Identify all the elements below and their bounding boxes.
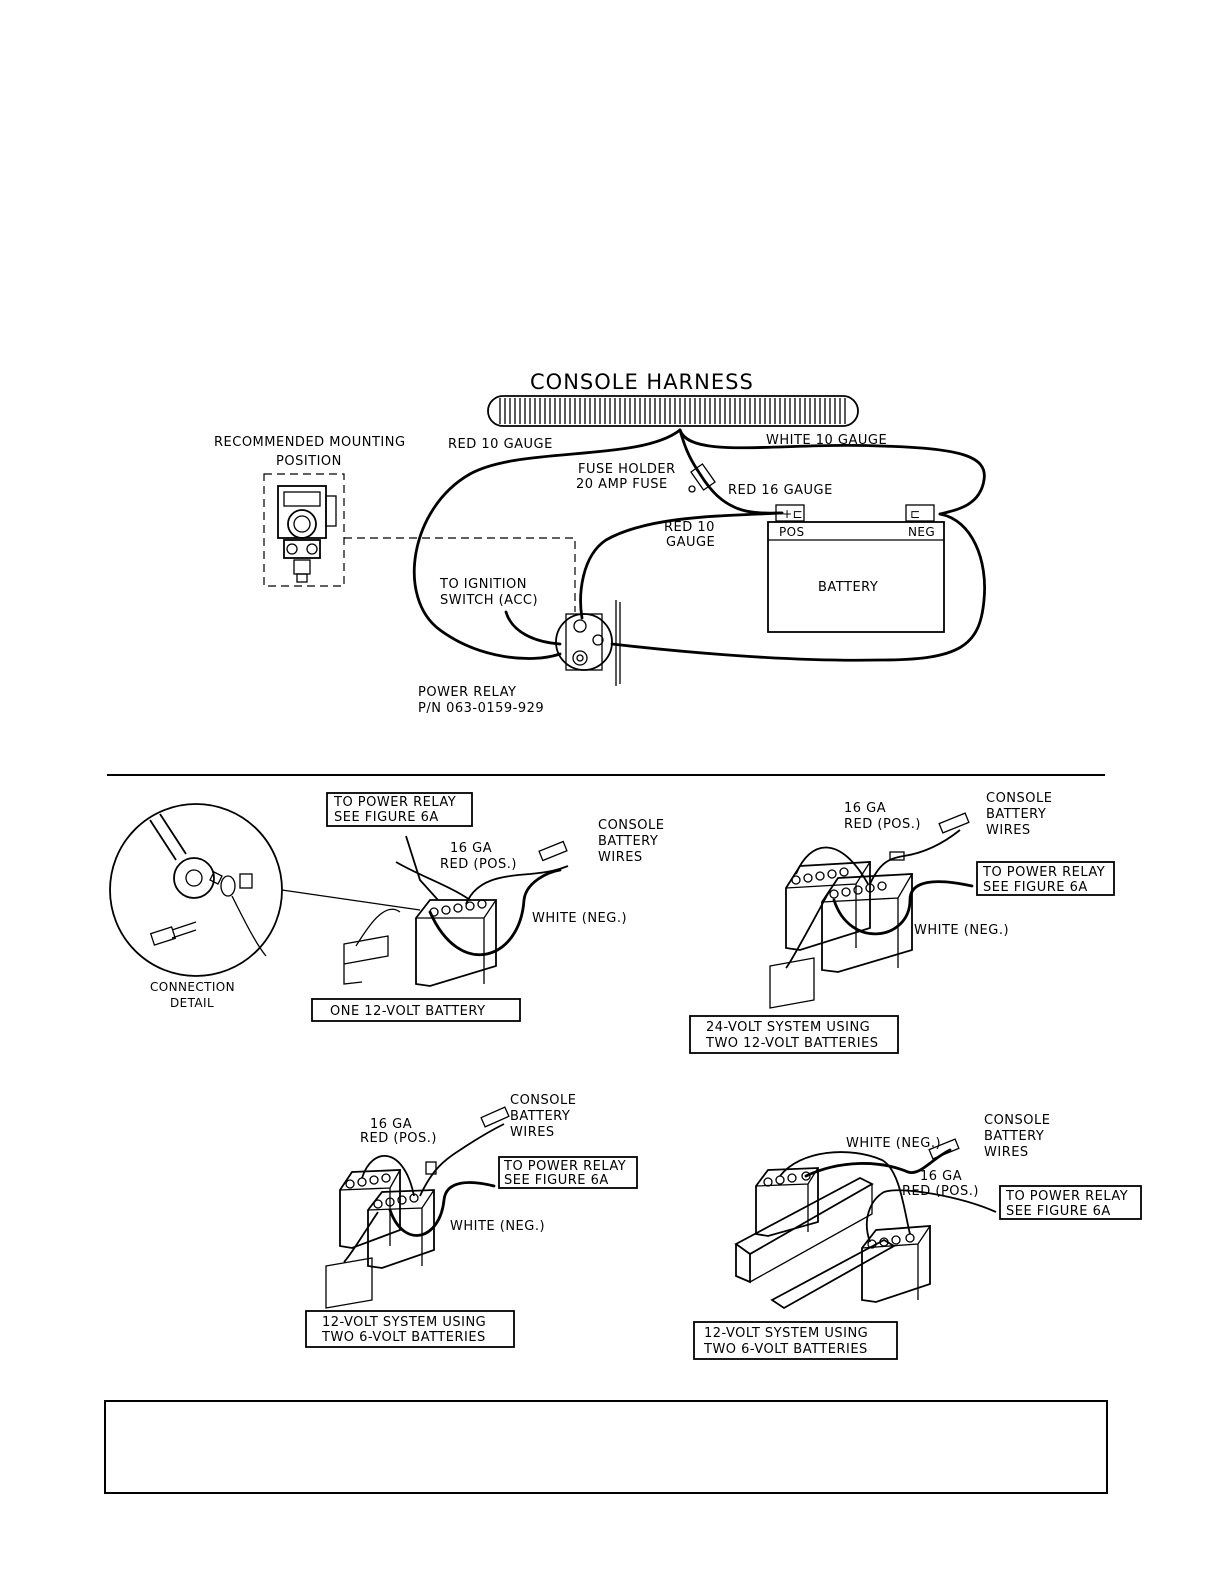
caption-12va-line-2: TWO 6-VOLT BATTERIES <box>321 1330 486 1345</box>
mounting-label-line-2: POSITION <box>276 454 342 469</box>
connection-detail-label-2: DETAIL <box>170 996 214 1010</box>
panel-one-red-pos-label: RED (POS.) <box>440 857 517 872</box>
panel-one-console-label-2: BATTERY <box>598 834 658 849</box>
wire-white-10-to-neg <box>678 428 986 516</box>
callout-to-power-relay-3 <box>498 1156 638 1189</box>
top-wiring-diagram: CONSOLE HARNESS RECOMMENDED MOUNTING POS… <box>214 370 986 716</box>
power-relay-label-2: P/N 063-0159-929 <box>418 701 544 716</box>
single-battery-icon <box>343 835 569 987</box>
white-10-gauge-label: WHITE 10 GAUGE <box>766 433 887 448</box>
panel-12va-console-label-1: CONSOLE <box>510 1093 576 1108</box>
caption-24v-line-1: 24-VOLT SYSTEM USING <box>706 1020 870 1035</box>
callout-to-power-relay-3-line-1: TO POWER RELAY <box>503 1159 626 1174</box>
battery-label: BATTERY <box>818 580 878 595</box>
console-harness-icon <box>487 395 859 427</box>
caption-12vb-box <box>693 1321 898 1360</box>
fuse-holder-label: FUSE HOLDER <box>578 462 676 477</box>
connection-detail-label-1: CONNECTION <box>150 980 235 994</box>
callout-to-power-relay-2 <box>976 861 1115 896</box>
callout-to-power-relay-4-line-1: TO POWER RELAY <box>1005 1189 1128 1204</box>
red-10-mid-label-1: RED 10 <box>664 520 715 535</box>
battery-pos-label: POS <box>779 525 805 539</box>
panel-12vb-red-pos-label: RED (POS.) <box>902 1184 979 1199</box>
dual-6v-batteries-icon-a <box>325 1106 510 1309</box>
panel-12vb-console-label-1: CONSOLE <box>984 1113 1050 1128</box>
wire-red-10-to-pos <box>579 511 784 620</box>
panel-24v-console-label-2: BATTERY <box>986 807 1046 822</box>
battery-icon <box>767 504 945 633</box>
wire-ignition-acc <box>504 610 562 646</box>
panel-24v-ga-label: 16 GA <box>844 801 886 816</box>
mounting-label-line-1: RECOMMENDED MOUNTING <box>214 435 406 450</box>
wire-red-10-relay-loop <box>412 428 682 660</box>
caption-one-12v-box <box>311 998 521 1022</box>
ignition-label-2: SWITCH (ACC) <box>440 593 538 608</box>
callout-to-power-relay-2-line-1: TO POWER RELAY <box>982 865 1105 880</box>
fuse-amp-label: 20 AMP FUSE <box>576 477 668 492</box>
caption-one-12v: ONE 12-VOLT BATTERY <box>330 1004 486 1019</box>
battery-neg-label: NEG <box>908 525 935 539</box>
panel-24v-console-label-3: WIRES <box>986 823 1031 838</box>
panel-24v-console-label-1: CONSOLE <box>986 791 1052 806</box>
red-10-gauge-top-label: RED 10 GAUGE <box>448 437 553 452</box>
panel-24v-system: 16 GA RED (POS.) CONSOLE BATTERY WIRES T… <box>689 791 1115 1054</box>
mounting-position-icon <box>263 473 345 587</box>
panel-24v-white-neg-label: WHITE (NEG.) <box>914 923 1009 938</box>
callout-to-power-relay-2-line-2: SEE FIGURE 6A <box>983 880 1088 895</box>
panel-12va-ga-label: 16 GA <box>370 1117 412 1132</box>
ignition-label-1: TO IGNITION <box>439 577 527 592</box>
power-relay-label-1: POWER RELAY <box>418 685 516 700</box>
panel-12v-system-a: CONSOLE BATTERY WIRES 16 GA RED (POS.) T… <box>305 1093 638 1348</box>
panel-12va-console-label-3: WIRES <box>510 1125 555 1140</box>
dual-12v-batteries-icon <box>769 812 974 1009</box>
callout-to-power-relay-4 <box>999 1185 1142 1220</box>
callout-to-power-relay-4-line-2: SEE FIGURE 6A <box>1006 1204 1111 1219</box>
battery-neg-terminal-mark: ⊏ <box>910 507 920 521</box>
caption-12va-box <box>305 1310 515 1348</box>
connection-detail-icon <box>109 803 283 977</box>
panel-12vb-console-label-2: BATTERY <box>984 1129 1044 1144</box>
wire-neg-to-relay <box>610 512 986 662</box>
panel-12vb-ga-label: 16 GA <box>920 1169 962 1184</box>
battery-pos-terminal-mark: +⊏ <box>782 507 803 521</box>
caption-12vb-line-1: 12-VOLT SYSTEM USING <box>704 1326 868 1341</box>
panel-one-ga-label: 16 GA <box>450 841 492 856</box>
callout-to-power-relay-3-line-2: SEE FIGURE 6A <box>504 1173 609 1188</box>
panel-one-12v-battery: CONNECTION DETAIL TO POWER RELAY SEE FIG… <box>109 792 664 1022</box>
mounting-leader-line <box>344 537 576 612</box>
dual-6v-batteries-icon-b <box>734 1138 997 1310</box>
panel-12va-red-pos-label: RED (POS.) <box>360 1131 437 1146</box>
figure-caption-frame <box>104 1400 1108 1494</box>
panel-one-white-neg-label: WHITE (NEG.) <box>532 911 627 926</box>
callout-to-power-relay-1-line-2: SEE FIGURE 6A <box>334 810 439 825</box>
red-16-gauge-label: RED 16 GAUGE <box>728 483 833 498</box>
red-10-mid-label-2: GAUGE <box>666 535 715 550</box>
panel-24v-red-pos-label: RED (POS.) <box>844 817 921 832</box>
callout-to-power-relay-1 <box>326 792 473 827</box>
panel-12va-console-label-2: BATTERY <box>510 1109 570 1124</box>
panel-one-console-label-1: CONSOLE <box>598 818 664 833</box>
caption-24v-box <box>689 1015 899 1054</box>
console-harness-title: CONSOLE HARNESS <box>530 370 754 394</box>
power-relay-icon <box>555 600 621 686</box>
caption-12vb-line-2: TWO 6-VOLT BATTERIES <box>703 1342 868 1357</box>
caption-12va-line-1: 12-VOLT SYSTEM USING <box>322 1315 486 1330</box>
panel-12vb-white-neg-label: WHITE (NEG.) <box>846 1136 941 1151</box>
panel-12va-white-neg-label: WHITE (NEG.) <box>450 1219 545 1234</box>
callout-to-power-relay-1-line-1: TO POWER RELAY <box>333 795 456 810</box>
connection-detail-leader <box>281 889 421 911</box>
panel-12v-system-b: CONSOLE BATTERY WIRES WHITE (NEG.) 16 GA… <box>693 1113 1142 1360</box>
panel-12vb-console-label-3: WIRES <box>984 1145 1029 1160</box>
panel-one-console-label-3: WIRES <box>598 850 643 865</box>
caption-24v-line-2: TWO 12-VOLT BATTERIES <box>705 1036 879 1051</box>
